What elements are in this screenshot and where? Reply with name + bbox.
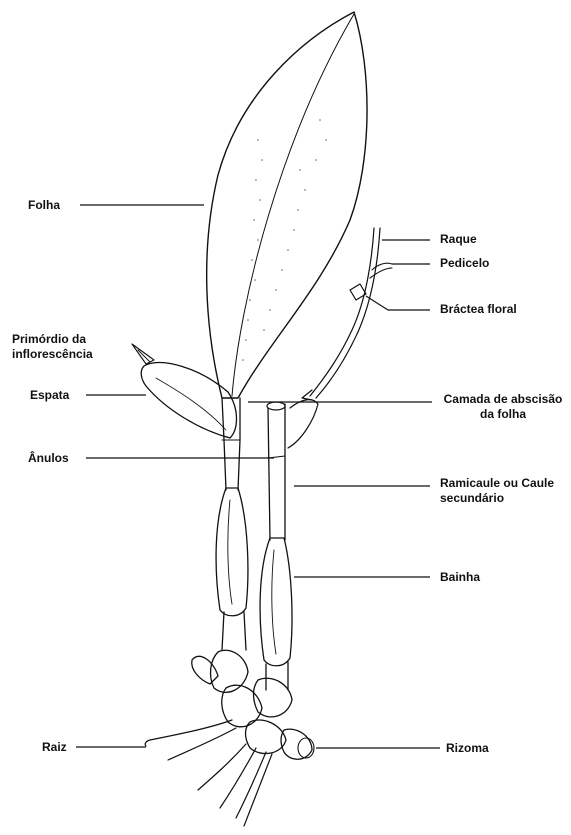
label-bainha: Bainha bbox=[440, 570, 480, 585]
label-camada-line2: da folha bbox=[440, 407, 566, 422]
label-bractea-floral: Bráctea floral bbox=[440, 302, 517, 317]
leaf bbox=[207, 12, 367, 398]
label-ramicaule-line1: Ramicaule ou Caule bbox=[440, 476, 554, 491]
label-primordio-line2: inflorescência bbox=[12, 347, 93, 362]
leader-lines bbox=[76, 205, 440, 748]
label-folha: Folha bbox=[28, 198, 60, 213]
leader-bractea bbox=[366, 296, 388, 310]
label-ramicaule-line2: secundário bbox=[440, 491, 554, 506]
raceme bbox=[288, 228, 392, 448]
rhizome bbox=[145, 650, 314, 826]
label-pedicelo: Pedicelo bbox=[440, 256, 489, 271]
label-camada-abscisao: Camada de abscisão da folha bbox=[440, 392, 566, 422]
label-raiz: Raiz bbox=[42, 740, 67, 755]
label-espata: Espata bbox=[30, 388, 69, 403]
label-primordio-line1: Primórdio da bbox=[12, 332, 93, 347]
label-ramicaule: Ramicaule ou Caule secundário bbox=[440, 476, 554, 506]
label-anulos: Ânulos bbox=[28, 451, 69, 466]
label-camada-line1: Camada de abscisão bbox=[440, 392, 566, 407]
label-primordio: Primórdio da inflorescência bbox=[12, 332, 93, 362]
right-stem bbox=[260, 402, 292, 690]
label-raque: Raque bbox=[440, 232, 477, 247]
label-rizoma: Rizoma bbox=[446, 741, 489, 756]
